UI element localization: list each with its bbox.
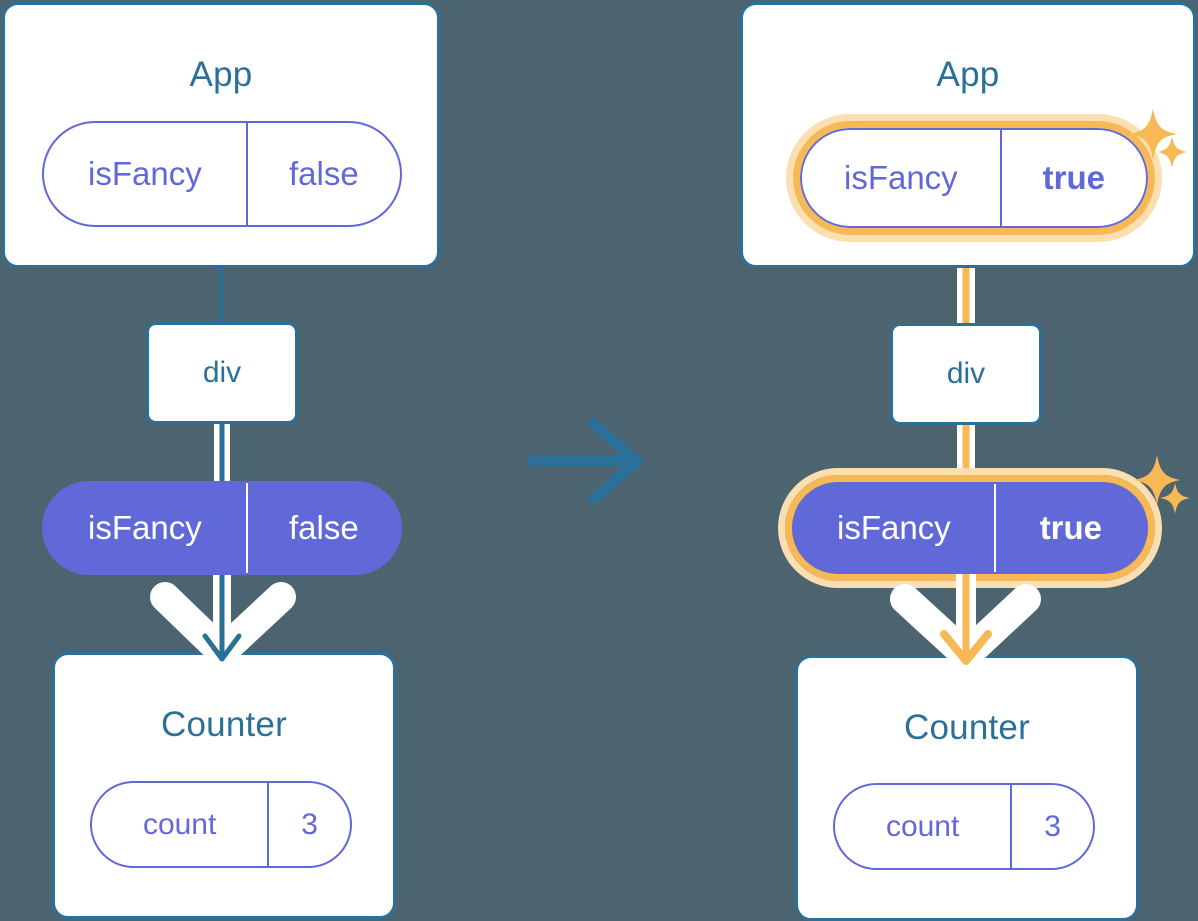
before-fan-arrow [150, 575, 296, 667]
before-app-state-key: isFancy [88, 155, 202, 192]
before-div-card: div [146, 322, 298, 424]
before-counter-state-pill: count 3 [90, 781, 352, 868]
after-counter-card: Counter [795, 655, 1139, 921]
before-counter-state-key: count [142, 807, 217, 841]
before-div-label: div [202, 356, 242, 389]
after-app-sparkles-icon [1129, 108, 1187, 168]
before-app-state-pill: isFancy false [42, 121, 402, 227]
before-prop-key: isFancy [88, 509, 202, 546]
transition-arrow-icon [527, 418, 643, 505]
before-counter-title: Counter [161, 705, 287, 744]
after-div-card: div [890, 323, 1042, 425]
before-app-title: App [189, 55, 253, 94]
before-arrowhead-icon [202, 633, 242, 662]
after-fan-arrow [890, 574, 1041, 670]
after-div-label: div [946, 357, 986, 390]
after-counter-title: Counter [904, 708, 1030, 747]
before-counter-state-value: 3 [267, 783, 350, 866]
after-counter-state-key: count [885, 809, 960, 843]
before-app-state-value: false [245, 123, 400, 225]
after-app-title: App [936, 55, 1000, 94]
after-prop-pill: isFancy true [792, 482, 1148, 574]
after-arrowhead-icon [940, 630, 992, 665]
after-app-state-value: true [999, 130, 1146, 226]
after-app-state-pill: isFancy true [800, 128, 1148, 228]
before-prop-pill: isFancy false [42, 481, 402, 575]
after-prop-key: isFancy [837, 509, 951, 546]
after-counter-state-pill: count 3 [833, 783, 1095, 870]
after-prop-sparkles-icon [1134, 455, 1190, 514]
after-prop-value: true [993, 484, 1146, 572]
after-counter-state-value: 3 [1010, 785, 1093, 868]
after-app-state-key: isFancy [843, 159, 958, 196]
before-prop-value: false [245, 483, 400, 573]
